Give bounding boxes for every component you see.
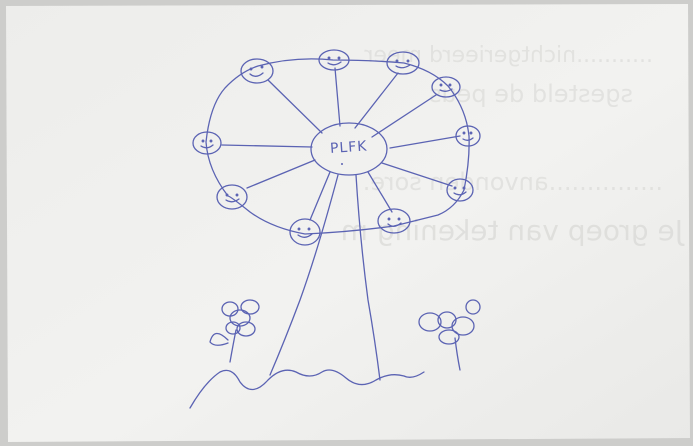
hub-dot xyxy=(341,163,343,165)
hub-label: PLFK xyxy=(329,138,368,157)
show-through-line-3: ...............anvonden sore. xyxy=(363,168,663,196)
show-through-line-4: Je groep van tekening m xyxy=(341,214,685,247)
